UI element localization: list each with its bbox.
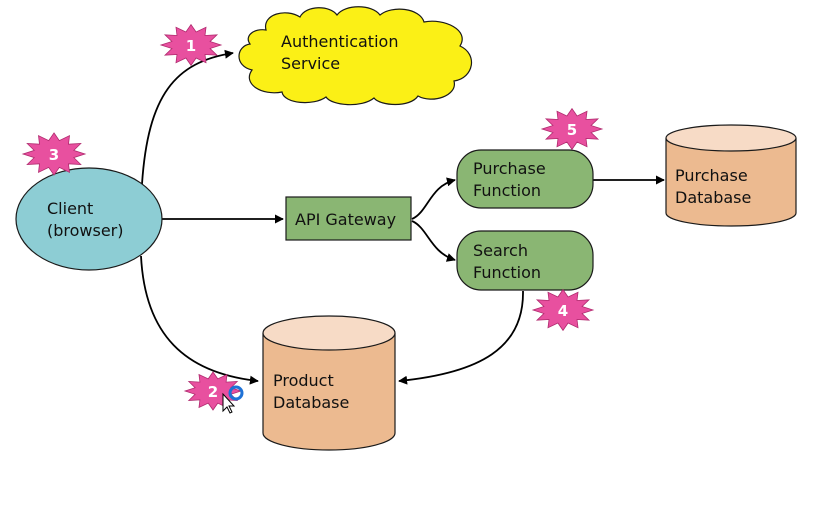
purchase-function-label-line1: Purchase (473, 159, 546, 178)
product-database-label-line2: Database (273, 393, 349, 412)
step-badge-2-number: 2 (208, 383, 218, 401)
step-badge-3-number: 3 (49, 146, 59, 164)
search-function-label-line1: Search (473, 241, 528, 260)
purchase-function-node[interactable]: Purchase Function (456, 149, 594, 209)
star-icon (183, 371, 243, 411)
purchase-database-node[interactable]: Purchase Database (665, 124, 797, 227)
purchase-function-shape (456, 149, 594, 209)
step-badge-1: 1 (159, 23, 223, 67)
api-gateway-shape (285, 196, 412, 241)
purchase-database-top (665, 124, 797, 152)
product-database-label-line1: Product (273, 371, 334, 390)
star-icon (159, 23, 223, 67)
client-shape (15, 167, 163, 271)
purchase-function-label-line2: Function (473, 181, 541, 200)
mouse-cursor (222, 385, 244, 414)
step-badge-5-number: 5 (567, 121, 577, 139)
auth-service-node[interactable]: Authentication Service (238, 6, 473, 106)
edge-search-function-to-product-database (398, 290, 524, 385)
product-database-top (262, 315, 396, 351)
search-function-label-line2: Function (473, 263, 541, 282)
search-function-node[interactable]: Search Function (456, 230, 594, 291)
auth-service-label-line2: Service (281, 54, 340, 73)
edge-client-to-product-database (140, 255, 259, 385)
edge-api-gateway-to-search-function (411, 220, 456, 262)
cursor-ring-icon (228, 385, 244, 401)
cursor-arrow-icon (222, 392, 236, 414)
cloud-shape (238, 6, 473, 106)
step-badge-1-number: 1 (186, 37, 196, 55)
api-gateway-label: API Gateway (295, 210, 396, 229)
star-icon (21, 132, 87, 176)
product-database-node[interactable]: Product Database (262, 315, 396, 451)
client-label-line2: (browser) (47, 221, 124, 240)
step-badge-5: 5 (540, 107, 604, 151)
product-database-body (262, 333, 396, 451)
api-gateway-node[interactable]: API Gateway (285, 196, 412, 241)
search-function-shape (456, 230, 594, 291)
purchase-database-body (665, 138, 797, 227)
step-badge-4: 4 (531, 288, 595, 332)
star-icon (531, 288, 595, 332)
auth-service-label-line1: Authentication (281, 32, 398, 51)
step-badge-4-number: 4 (558, 302, 568, 320)
purchase-database-label-line1: Purchase (675, 166, 748, 185)
client-node[interactable]: Client (browser) (15, 167, 163, 271)
edge-api-gateway-to-purchase-function (411, 177, 456, 220)
step-badge-3: 3 (21, 132, 87, 176)
step-badge-2: 2 (183, 371, 243, 411)
edges (140, 49, 665, 385)
client-label-line1: Client (47, 199, 93, 218)
star-icon (540, 107, 604, 151)
purchase-database-label-line2: Database (675, 188, 751, 207)
edge-client-to-auth-service (141, 49, 234, 185)
